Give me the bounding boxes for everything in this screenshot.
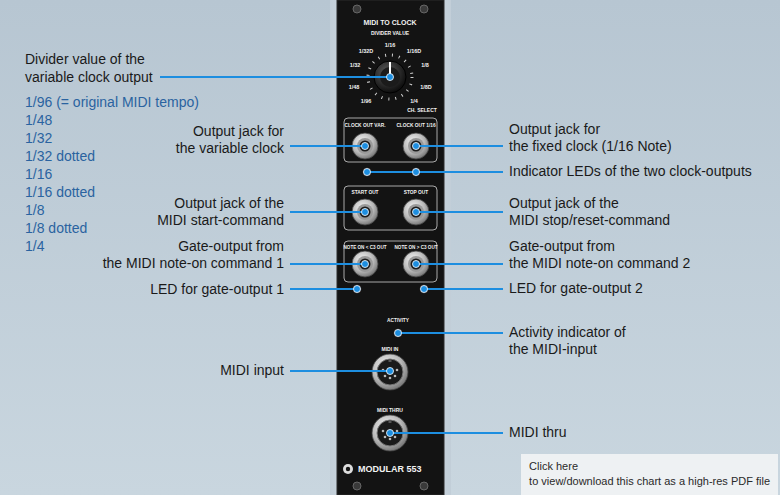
led [420, 285, 428, 293]
callout-text: Output jack of the MIDI stop/reset-comma… [509, 195, 670, 229]
leader-dot [413, 169, 420, 176]
callout-text: Gate-output from the MIDI note-on comman… [509, 238, 690, 272]
leader-line [398, 332, 503, 334]
leader-line [416, 211, 503, 213]
divider-option: 1/8 [25, 201, 44, 219]
front-panel [337, 0, 444, 495]
leader-dot [387, 430, 394, 437]
screw [420, 482, 428, 490]
callout-text: Output jack for the fixed clock (1/16 No… [509, 121, 672, 155]
jack-frame [344, 186, 437, 230]
led [394, 329, 402, 337]
jack-label: STOP OUT [404, 190, 428, 196]
dial-label: 1/32D [359, 48, 374, 54]
leader-line [390, 432, 503, 434]
leader-dot [354, 286, 361, 293]
leader-line [416, 263, 503, 265]
leader-line [416, 145, 503, 147]
callout-text: Output jack for the variable clock [176, 123, 284, 157]
led-label: ACTIVITY [387, 318, 409, 324]
divider-option: 1/8 dotted [25, 219, 87, 237]
jack-label: CLOCK OUT VAR. [345, 123, 386, 129]
divider-option: 1/96 (= original MIDI tempo) [25, 93, 199, 111]
leader-dot [362, 143, 369, 150]
panel-title: MIDI TO CLOCK [363, 19, 416, 27]
jack-label: CLOCK OUT 1/16 [396, 123, 435, 129]
divider-option: 1/32 dotted [25, 147, 95, 165]
leader-line [290, 288, 357, 290]
download-box: Click here to view/download this chart a… [521, 454, 778, 495]
jack-label: NOTE ON > C3 OUT [394, 245, 437, 251]
led [353, 285, 361, 293]
jack-frame [344, 241, 437, 282]
jack-label: MIDI IN [382, 346, 399, 352]
logo-mark [346, 467, 350, 471]
logo-mark [343, 464, 353, 474]
led [363, 168, 371, 176]
brand-logo: MODULAR 553 [358, 464, 422, 474]
jack-label: NOTE ON < C3 OUT [343, 245, 386, 251]
screw [353, 482, 361, 490]
leader-dot [364, 169, 371, 176]
callout-text: Indicator LEDs of the two clock-outputs [509, 163, 752, 180]
panel-label: DIVIDER VALUE [371, 30, 409, 36]
dial-label: 1/48 [349, 84, 360, 90]
leader-dot [413, 261, 420, 268]
divider-option: 1/16 [25, 165, 52, 183]
dial-label: 1/8 [421, 62, 429, 68]
callout-text: Gate-output from the MIDI note-on comman… [103, 238, 284, 272]
callout-text: LED for gate-output 2 [509, 280, 643, 297]
jack-frame [344, 118, 437, 162]
panel-label: CH. SELECT [407, 107, 437, 113]
led [412, 168, 420, 176]
dial-label: 1/96 [361, 98, 372, 104]
rack-rail [330, 0, 451, 495]
dial-label: 1/4 [410, 98, 418, 104]
jack-label: START OUT [351, 190, 378, 196]
screw [353, 5, 361, 13]
callout-text: Divider value of the variable clock outp… [25, 50, 153, 86]
callout-text: MIDI input [220, 362, 284, 379]
callout-text: MIDI thru [509, 424, 567, 441]
callout-text: LED for gate-output 1 [150, 281, 284, 298]
leader-line [367, 171, 503, 173]
dial-label: 1/16 [385, 42, 396, 48]
leader-dot [413, 143, 420, 150]
dial-label: 1/16D [407, 48, 422, 54]
leader-dot [362, 209, 369, 216]
divider-option: 1/32 [25, 129, 52, 147]
jack-label: MIDI THRU [377, 407, 403, 413]
leader-line [290, 263, 365, 265]
leader-dot [421, 286, 428, 293]
dial-label: 1/8D [420, 84, 432, 90]
leader-dot [395, 330, 402, 337]
divider-option: 1/16 dotted [25, 183, 95, 201]
callout-text: Activity indicator of the MIDI-input [509, 324, 626, 358]
leader-dot [387, 368, 394, 375]
leader-line [290, 145, 365, 147]
callout-text: Output jack of the MIDI start-command [157, 195, 284, 229]
leader-line [160, 76, 390, 78]
leader-dot [413, 209, 420, 216]
divider-option: 1/48 [25, 111, 52, 129]
leader-dot [362, 261, 369, 268]
leader-line [290, 370, 390, 372]
download-text: Click here to view/download this chart a… [529, 459, 770, 489]
screw [420, 5, 428, 13]
dial-label: 1/32 [350, 62, 361, 68]
leader-line [424, 288, 503, 290]
leader-dot [387, 74, 394, 81]
divider-option: 1/4 [25, 237, 44, 255]
leader-line [290, 211, 365, 213]
